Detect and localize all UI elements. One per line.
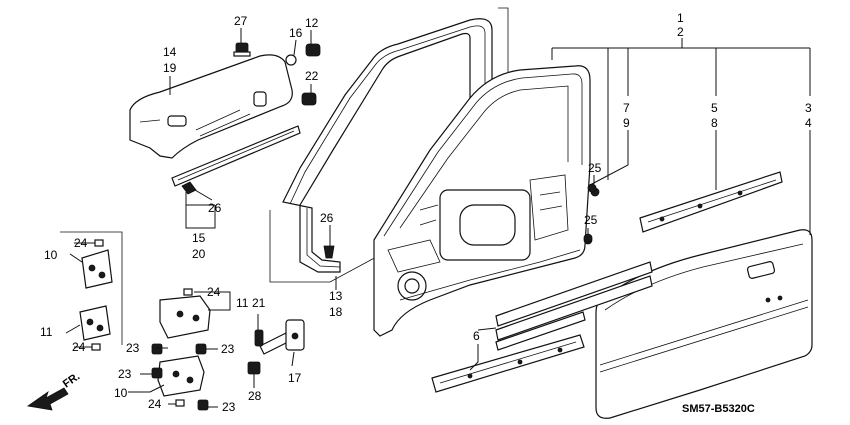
callout-26-lower: 26	[320, 211, 334, 225]
callout-27: 27	[234, 14, 248, 28]
diagram-code: SM57-B5320C	[682, 403, 755, 415]
callout-5: 5	[711, 101, 718, 115]
front-direction-label: FR.	[61, 370, 82, 390]
callout-23-b: 23	[221, 342, 235, 356]
callout-22: 22	[305, 69, 319, 83]
door-outer-skin	[595, 229, 813, 419]
callout-10-lower: 10	[114, 386, 128, 400]
door-checker-strap	[259, 319, 305, 355]
callout-25-lower: 25	[584, 213, 598, 227]
upper-reinforcement-bar	[639, 171, 783, 233]
fastener-27	[233, 42, 251, 57]
bolt-28	[247, 361, 261, 375]
callout-4: 4	[805, 116, 812, 130]
callout-7: 7	[623, 101, 630, 115]
fastener-12	[305, 43, 321, 57]
callout-23-a: 23	[126, 341, 140, 355]
callout-6: 6	[473, 329, 480, 343]
leader-lines	[65, 28, 811, 408]
callout-20: 20	[192, 247, 206, 261]
nut-24-c	[183, 288, 193, 296]
screw-25-upper	[587, 183, 597, 193]
fastener-22	[301, 92, 317, 106]
callout-24-d: 24	[148, 397, 162, 411]
oring-16	[285, 54, 297, 66]
door-inner-frame	[373, 65, 600, 337]
mid-reinforcement-bars	[495, 261, 653, 351]
bolt-23-d	[197, 399, 209, 411]
callout-numbers: 1 2 3 4 5 8 7 9 6 13 18 14 19 27 12 16 2…	[40, 11, 812, 414]
callout-1: 1	[677, 11, 684, 25]
callout-15: 15	[192, 231, 206, 245]
callout-11-left: 11	[40, 325, 53, 339]
callout-26-upper: 26	[208, 201, 222, 215]
callout-2: 2	[677, 25, 684, 39]
door-weatherstrip	[282, 18, 493, 273]
callout-17: 17	[288, 371, 302, 385]
bolt-23-b	[195, 343, 207, 355]
callout-9: 9	[623, 116, 630, 130]
callout-24-a: 24	[74, 236, 88, 250]
upper-hinge-door-side	[81, 249, 113, 289]
hinge-bracket-frame	[60, 231, 123, 345]
lower-hinge-body-side	[157, 355, 205, 397]
nut-24-b	[91, 343, 101, 351]
callout-11-right: 11	[236, 296, 249, 310]
callout-3: 3	[805, 101, 812, 115]
lower-hinge-door-side	[79, 305, 111, 341]
bolt-23-a	[151, 343, 163, 355]
bolt-21	[254, 329, 264, 347]
screw-25-lower	[583, 233, 593, 243]
callout-18: 18	[329, 305, 343, 319]
nut-24-d	[175, 399, 185, 407]
clip-26-upper	[181, 181, 197, 195]
callout-16: 16	[289, 26, 303, 40]
bolt-23-c	[151, 367, 163, 379]
upper-hinge-body-side	[159, 295, 211, 339]
callout-23-c: 23	[118, 367, 132, 381]
callout-10-upper: 10	[44, 248, 58, 262]
nut-24-a	[94, 239, 104, 247]
callout-8: 8	[711, 116, 718, 130]
inner-molding-strip	[171, 125, 301, 187]
callout-24-b: 24	[72, 340, 86, 354]
hole-seal-sheet	[129, 54, 293, 159]
callout-28: 28	[248, 389, 262, 403]
callout-23-d: 23	[222, 400, 236, 414]
front-direction-arrow-icon	[26, 387, 69, 411]
callout-24-c: 24	[207, 285, 221, 299]
callout-21: 21	[252, 296, 266, 310]
callout-19: 19	[163, 61, 177, 75]
clip-26-lower	[323, 245, 335, 259]
callout-12: 12	[305, 16, 319, 30]
callout-14: 14	[163, 45, 177, 59]
callout-25-upper: 25	[588, 161, 602, 175]
lower-sill-bar	[431, 334, 585, 393]
callout-13: 13	[329, 289, 343, 303]
